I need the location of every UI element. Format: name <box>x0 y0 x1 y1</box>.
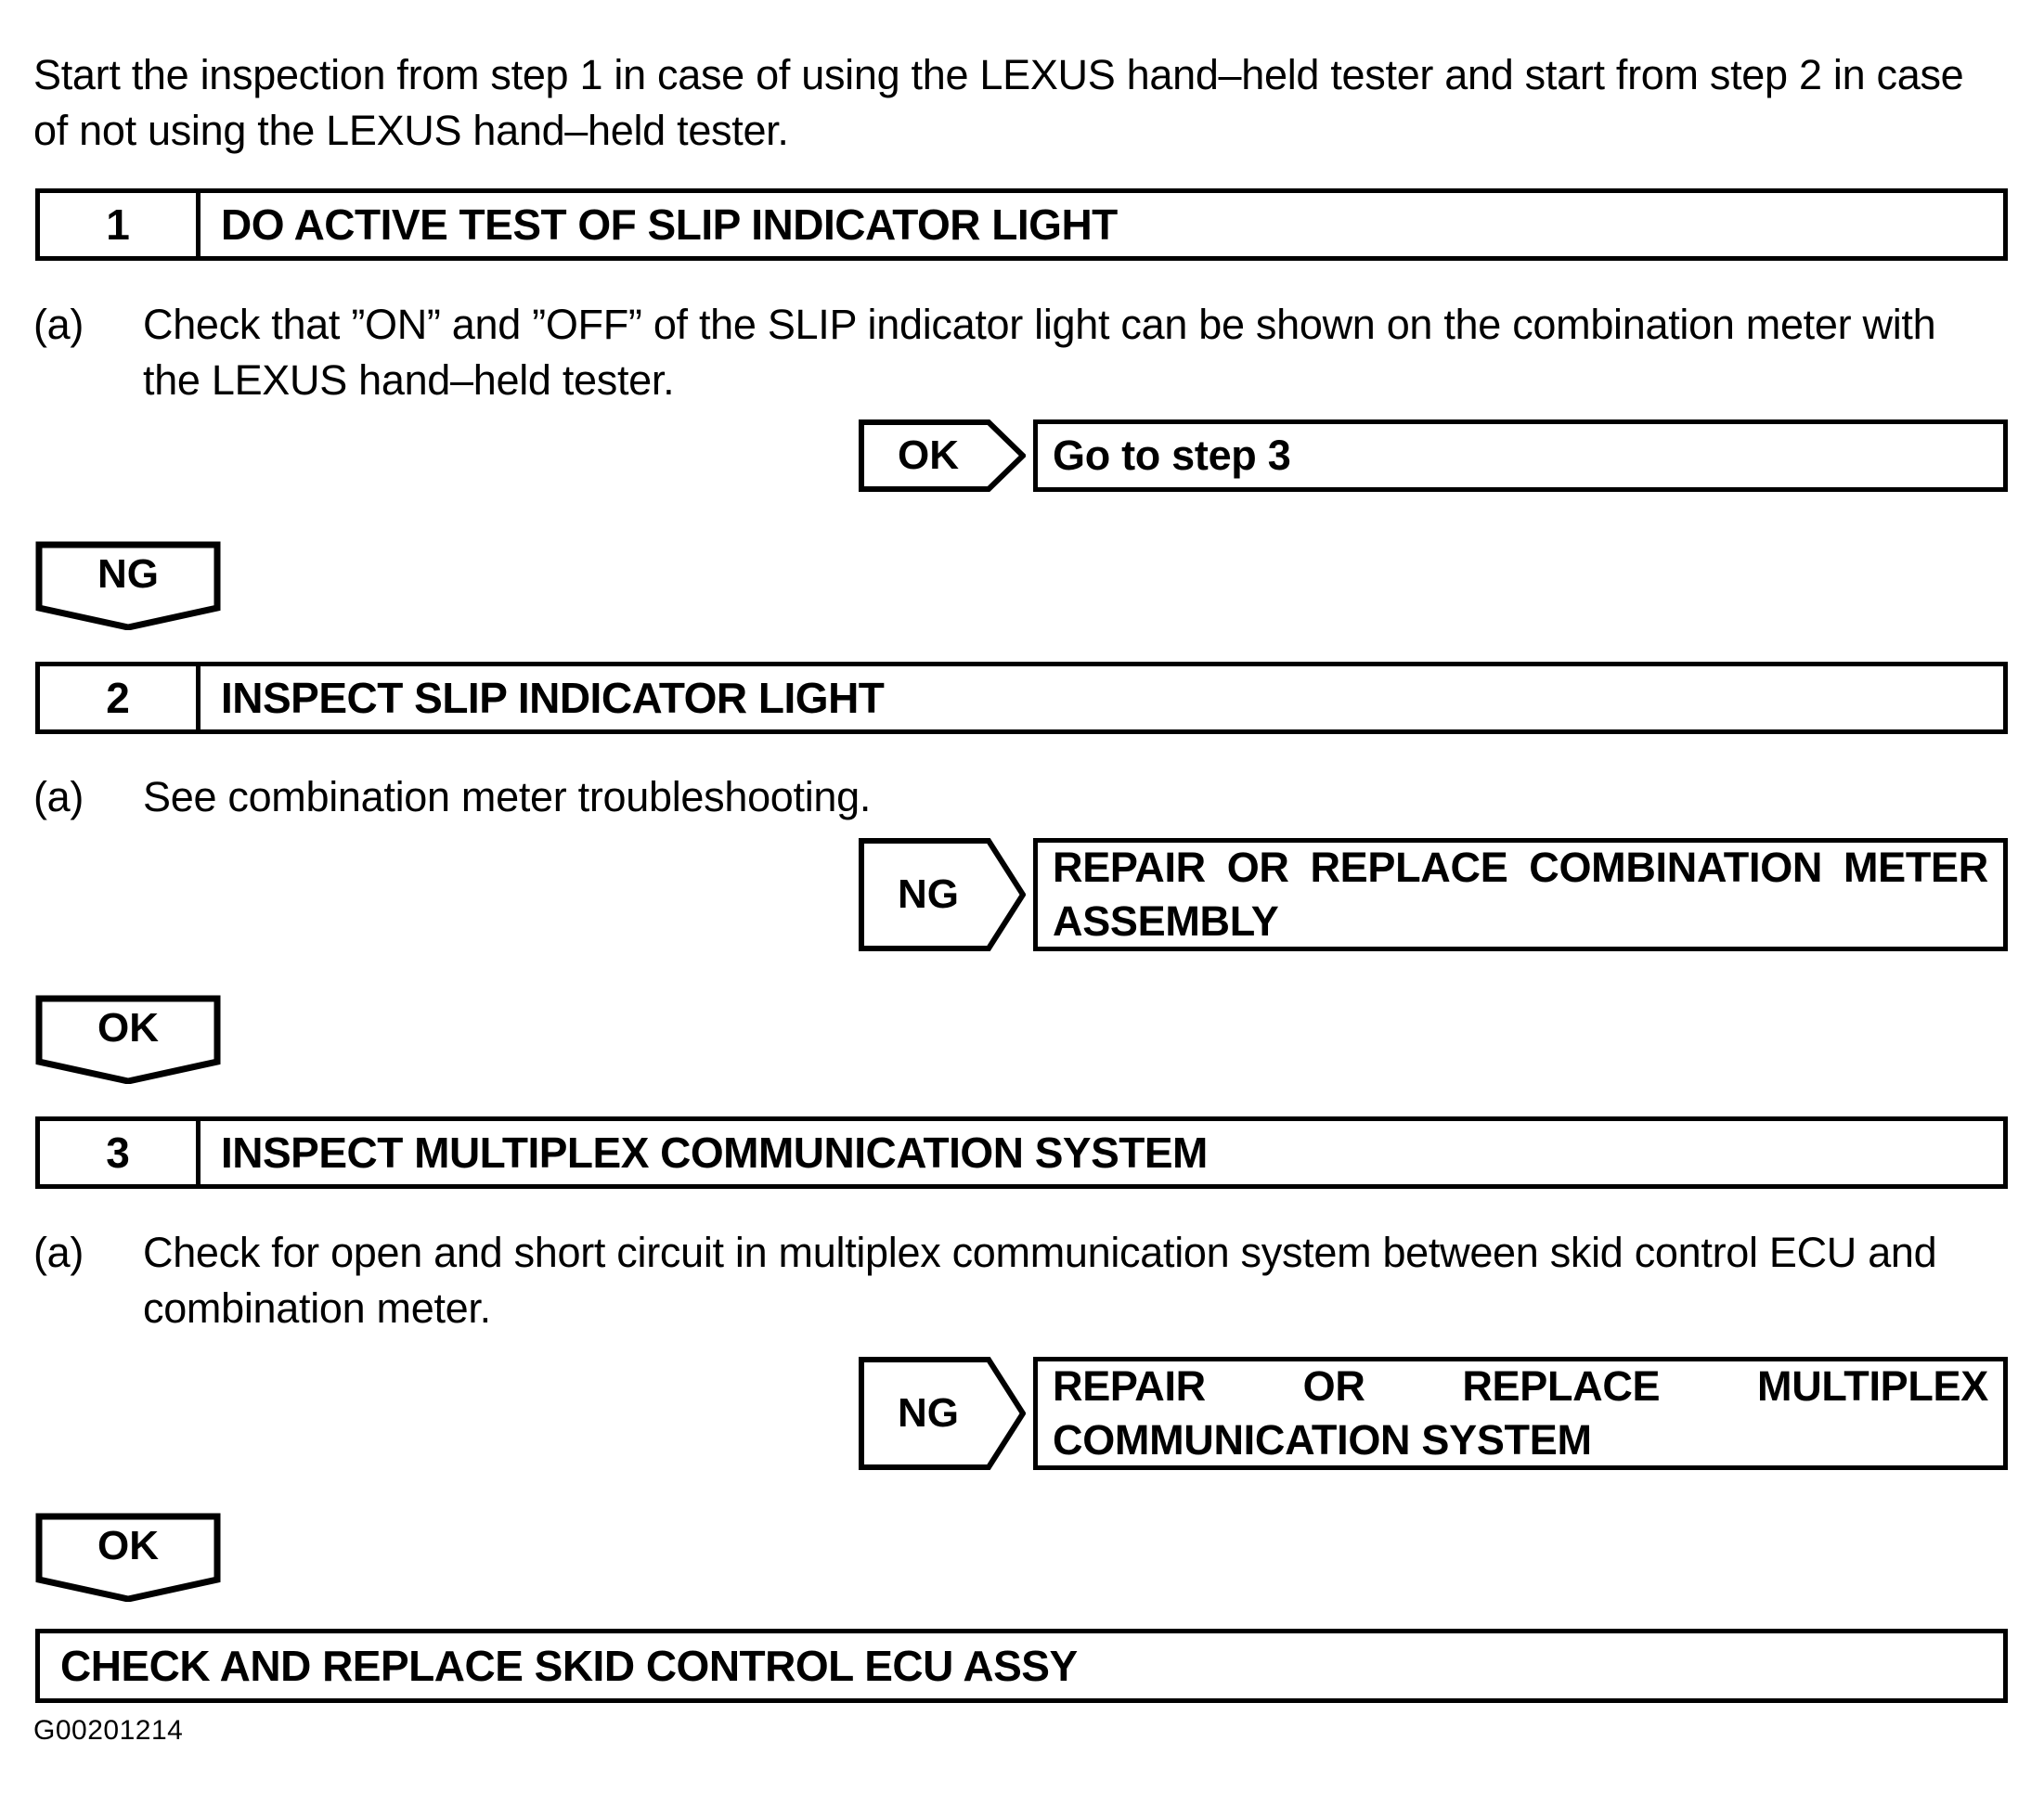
result-word: REPAIR <box>1053 844 1206 891</box>
result-line: ASSEMBLY <box>1053 897 1279 945</box>
result-line: Go to step 3 <box>1053 432 1291 479</box>
result-line: REPAIR OR REPLACE MULTIPLEX <box>1053 1362 1988 1411</box>
result-word: REPLACE <box>1462 1362 1661 1410</box>
step-number-1: 1 <box>40 193 201 256</box>
procedure-line: Check for open and short circuit in mult… <box>143 1229 1937 1276</box>
step-header-2: 2 INSPECT SLIP INDICATOR LIGHT <box>35 662 2008 734</box>
flow-flag-label: OK <box>97 1523 159 1568</box>
judgement-arrow-ng: NG <box>859 1357 1026 1470</box>
step-2-procedure: (a) See combination meter troubleshootin… <box>33 776 2001 818</box>
step-number-2: 2 <box>40 666 201 729</box>
intro-line: of not using the LEXUS hand–held tester. <box>33 107 789 154</box>
result-word: METER <box>1843 844 1988 891</box>
flow-flag-ng-1: NG <box>35 541 221 630</box>
procedure-line: combination meter. <box>143 1284 491 1332</box>
result-box-repair-multiplex-system: REPAIR OR REPLACE MULTIPLEX COMMUNICATIO… <box>1033 1357 2008 1470</box>
flow-flag-ok-2: OK <box>35 1513 221 1602</box>
result-word: COMBINATION <box>1529 844 1823 891</box>
procedure-marker: (a) <box>33 773 84 820</box>
flow-flag-ok-1: OK <box>35 995 221 1084</box>
judgement-label: OK <box>898 432 959 478</box>
judgement-arrow-ok: OK <box>859 419 1026 492</box>
result-box-go-to-step-3: Go to step 3 <box>1033 419 2008 492</box>
result-word: MULTIPLEX <box>1757 1362 1988 1410</box>
flow-flag-label: NG <box>97 551 159 597</box>
intro-paragraph: Start the inspection from step 1 in case… <box>33 54 2001 151</box>
procedure-body: See combination meter troubleshooting. <box>143 776 2027 818</box>
step-title-1: DO ACTIVE TEST OF SLIP INDICATOR LIGHT <box>221 200 1118 249</box>
procedure-line: See combination meter troubleshooting. <box>143 773 872 820</box>
procedure-marker: (a) <box>33 301 84 348</box>
procedure-marker: (a) <box>33 1229 84 1276</box>
procedure-body: Check that ”ON” and ”OFF” of the SLIP in… <box>143 303 2027 401</box>
step-2-result: NG REPAIR OR REPLACE COMBINATION METER A… <box>859 838 2008 951</box>
result-word: REPLACE <box>1310 844 1508 891</box>
result-line: REPAIR OR REPLACE COMBINATION METER <box>1053 844 1988 892</box>
procedure-line: Check that ”ON” and ”OFF” of the SLIP in… <box>143 301 1936 348</box>
procedure-line: the LEXUS hand–held tester. <box>143 356 675 404</box>
step-number-3: 3 <box>40 1121 201 1184</box>
intro-line: Start the inspection from step 1 in case… <box>33 51 1964 98</box>
judgement-label: NG <box>898 1390 959 1436</box>
result-word: OR <box>1302 1362 1365 1410</box>
figure-id: G00201214 <box>33 1715 184 1746</box>
result-box-repair-combination-meter: REPAIR OR REPLACE COMBINATION METER ASSE… <box>1033 838 2008 951</box>
step-1-procedure: (a) Check that ”ON” and ”OFF” of the SLI… <box>33 303 2001 401</box>
judgement-arrow-ng: NG <box>859 838 1026 951</box>
result-line: COMMUNICATION SYSTEM <box>1053 1416 1592 1464</box>
step-header-3: 3 INSPECT MULTIPLEX COMMUNICATION SYSTEM <box>35 1116 2008 1189</box>
step-3-result: NG REPAIR OR REPLACE MULTIPLEX COMMUNICA… <box>859 1357 2008 1470</box>
result-word: OR <box>1226 844 1289 891</box>
procedure-body: Check for open and short circuit in mult… <box>143 1232 2027 1329</box>
flow-flag-label: OK <box>97 1005 159 1051</box>
result-word: REPAIR <box>1053 1362 1206 1410</box>
judgement-label: NG <box>898 871 959 917</box>
step-title-2: INSPECT SLIP INDICATOR LIGHT <box>221 674 885 722</box>
step-header-1: 1 DO ACTIVE TEST OF SLIP INDICATOR LIGHT <box>35 188 2008 261</box>
step-1-result: OK Go to step 3 <box>859 419 2008 492</box>
step-3-procedure: (a) Check for open and short circuit in … <box>33 1232 2001 1329</box>
conclusion-box: CHECK AND REPLACE SKID CONTROL ECU ASSY <box>35 1629 2008 1703</box>
step-title-3: INSPECT MULTIPLEX COMMUNICATION SYSTEM <box>221 1129 1208 1177</box>
